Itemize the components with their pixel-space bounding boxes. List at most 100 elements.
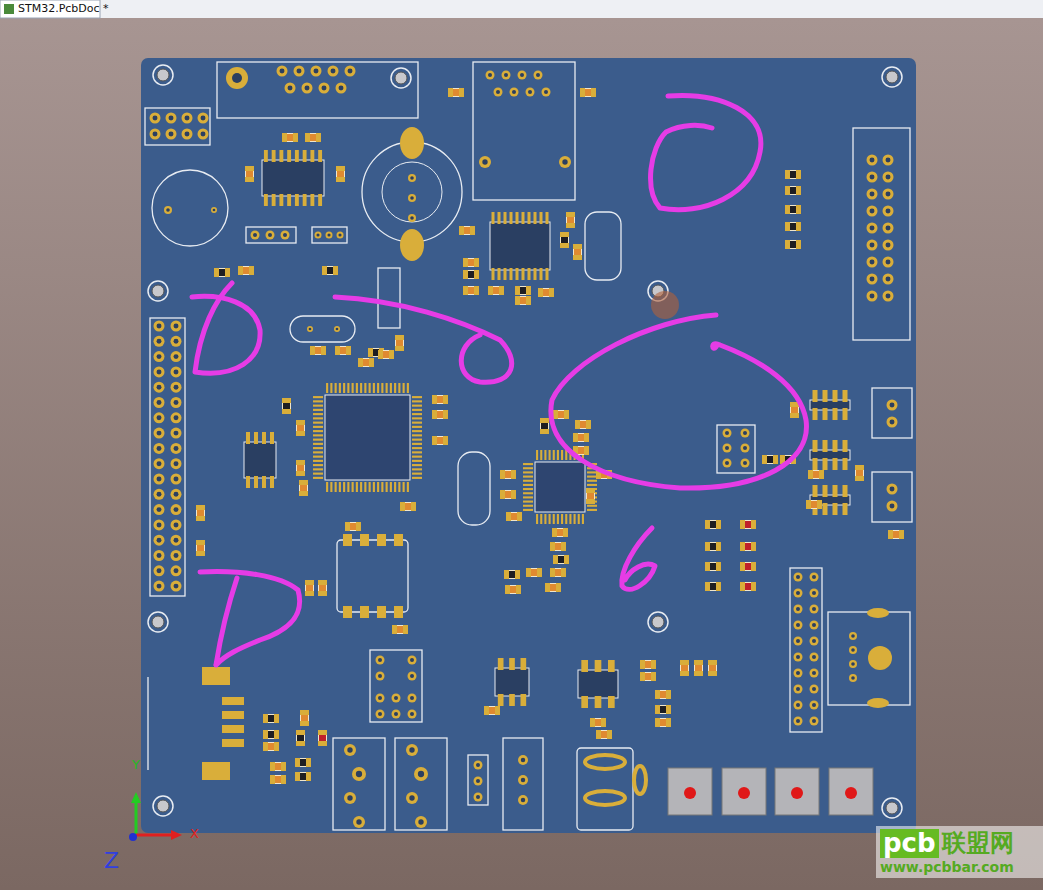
through-pad bbox=[344, 744, 356, 756]
button-cap bbox=[845, 787, 857, 799]
smd-pad bbox=[358, 358, 363, 367]
smd-body bbox=[392, 625, 408, 634]
smd-pad bbox=[573, 255, 582, 260]
smd-pad bbox=[500, 490, 505, 499]
smd-pad bbox=[796, 240, 801, 249]
smd-body bbox=[855, 465, 864, 481]
ic-pin bbox=[272, 150, 276, 162]
smd-pad bbox=[299, 480, 308, 485]
smd-pad bbox=[773, 455, 778, 464]
ic-pin bbox=[381, 383, 383, 393]
smd-pad bbox=[196, 516, 205, 521]
ic-pin bbox=[412, 422, 422, 424]
pad-drill bbox=[174, 461, 179, 466]
smd-pad bbox=[395, 335, 404, 340]
ic-pin bbox=[536, 450, 538, 460]
smd-pad bbox=[296, 471, 305, 476]
ic-pin bbox=[516, 268, 519, 280]
pad-drill bbox=[870, 226, 875, 231]
smd-pad bbox=[463, 258, 468, 267]
smd-part bbox=[510, 586, 516, 593]
smd-pad bbox=[459, 226, 464, 235]
smd-pad bbox=[584, 433, 589, 442]
smd-pad bbox=[573, 244, 582, 249]
pad-drill bbox=[886, 294, 891, 299]
smd-pad bbox=[553, 555, 558, 564]
smd-body bbox=[448, 88, 464, 97]
smd-part bbox=[745, 583, 751, 590]
ic-body bbox=[495, 668, 529, 696]
ic-pin bbox=[833, 503, 838, 515]
smd-pad bbox=[333, 266, 338, 275]
smd-part bbox=[337, 171, 344, 177]
smd-pad bbox=[705, 520, 710, 529]
smd-pad bbox=[796, 205, 801, 214]
smd-pad bbox=[318, 730, 327, 735]
ic-pin bbox=[412, 413, 422, 415]
pad-drill bbox=[253, 233, 257, 237]
smd-body bbox=[596, 730, 612, 739]
pad-drill bbox=[476, 779, 480, 783]
smd-part bbox=[300, 759, 306, 766]
silkscreen-outline bbox=[290, 316, 355, 342]
pad-drill bbox=[870, 192, 875, 197]
smd-pad bbox=[336, 166, 345, 171]
ic-pin bbox=[578, 514, 580, 524]
pad-drill bbox=[812, 719, 816, 723]
ic-pin bbox=[813, 440, 818, 452]
smd-pad bbox=[655, 705, 660, 714]
smd-pad bbox=[305, 133, 310, 142]
smd-pad bbox=[666, 718, 671, 727]
ic-pin bbox=[510, 268, 513, 280]
smd-pad bbox=[432, 436, 437, 445]
smd-body bbox=[378, 350, 394, 359]
smd-pad bbox=[263, 714, 268, 723]
ic-pin bbox=[823, 458, 828, 470]
silkscreen-outline bbox=[378, 268, 400, 328]
smd-pad bbox=[705, 582, 710, 591]
smd-body bbox=[459, 226, 475, 235]
ic-pin bbox=[279, 194, 283, 206]
ic-pin bbox=[398, 383, 400, 393]
smd-pad bbox=[499, 286, 504, 295]
pad-drill bbox=[174, 431, 179, 436]
ic-pin bbox=[534, 268, 537, 280]
smd-part bbox=[578, 447, 584, 454]
smd-pad bbox=[295, 772, 300, 781]
pad-drill bbox=[743, 431, 747, 435]
smd-pad bbox=[751, 520, 756, 529]
pad-drill bbox=[157, 553, 162, 558]
smd-pad bbox=[299, 491, 308, 496]
highlight-blob bbox=[651, 291, 679, 319]
ic-pin bbox=[587, 480, 597, 482]
pad-drill bbox=[347, 747, 352, 752]
smd-part bbox=[464, 227, 470, 234]
pad-drill bbox=[409, 747, 414, 752]
ic-pin bbox=[823, 440, 828, 452]
pad-drill bbox=[870, 158, 875, 163]
smd-pad bbox=[796, 170, 801, 179]
smd-body bbox=[432, 436, 448, 445]
smd-pad bbox=[566, 223, 575, 228]
smd-pad bbox=[705, 562, 710, 571]
through-pad bbox=[867, 240, 878, 251]
smd-pad bbox=[591, 88, 596, 97]
ic-pin bbox=[313, 422, 323, 424]
ic-pin bbox=[347, 482, 349, 492]
pad-drill bbox=[336, 328, 339, 331]
through-pad bbox=[376, 672, 385, 681]
pad-drill bbox=[521, 798, 526, 803]
smd-pad bbox=[899, 530, 904, 539]
through-pad bbox=[328, 66, 339, 77]
smd-part bbox=[790, 223, 796, 230]
ic-pin bbox=[523, 480, 533, 482]
smd-part bbox=[558, 411, 564, 418]
smd-pad bbox=[550, 568, 555, 577]
ic-pin bbox=[581, 660, 588, 672]
ic-pin bbox=[549, 514, 551, 524]
tab-icon bbox=[4, 4, 14, 14]
smd-pad bbox=[708, 660, 717, 665]
pad-drill bbox=[288, 86, 293, 91]
ic-pin bbox=[381, 482, 383, 492]
smd-body bbox=[550, 568, 566, 577]
